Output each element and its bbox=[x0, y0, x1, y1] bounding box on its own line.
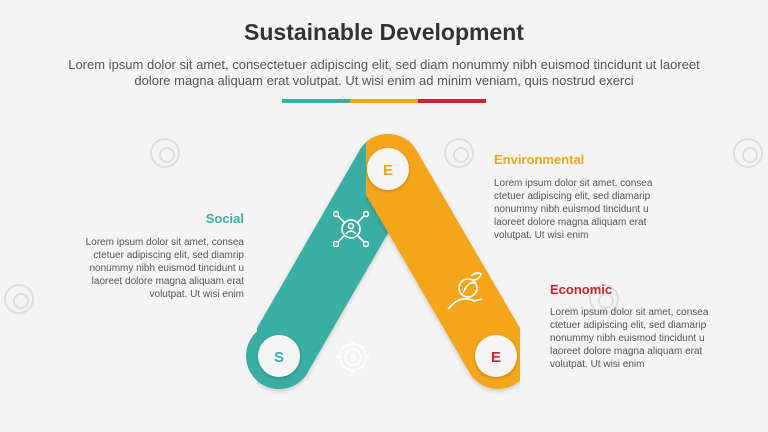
social-body: Lorem ipsum dolor sit amet, consea ctetu… bbox=[85, 237, 244, 300]
watermark-icon bbox=[4, 284, 34, 314]
node-top-letter: E bbox=[383, 162, 393, 179]
environmental-bar bbox=[355, 134, 531, 389]
people-network-icon bbox=[332, 210, 370, 248]
social-title: Social bbox=[205, 211, 244, 226]
node-right: E bbox=[475, 335, 517, 377]
hand-leaf-icon bbox=[447, 272, 483, 310]
divider-orange bbox=[350, 99, 418, 103]
intro-text: Lorem ipsum dolor sit amet, consectetuer… bbox=[68, 57, 700, 88]
node-left-letter: S bbox=[274, 349, 284, 366]
dollar-gear-icon: $ bbox=[337, 341, 369, 373]
economic-title: Economic bbox=[550, 282, 613, 297]
divider-teal bbox=[282, 99, 350, 103]
watermark-icon bbox=[589, 284, 619, 314]
watermark-icon bbox=[733, 138, 763, 168]
watermark-icon bbox=[444, 138, 474, 168]
divider-red bbox=[418, 99, 486, 103]
node-right-letter: E bbox=[491, 349, 501, 366]
environmental-title: Environmental bbox=[494, 152, 585, 167]
watermark-icon bbox=[150, 138, 180, 168]
environmental-body: Lorem ipsum dolor sit amet, consea ctetu… bbox=[494, 178, 653, 241]
node-left: S bbox=[258, 335, 300, 377]
node-top: E bbox=[367, 148, 409, 190]
economic-body: Lorem ipsum dolor sit amet, consea ctetu… bbox=[550, 307, 709, 370]
page-title: Sustainable Development bbox=[244, 19, 524, 45]
svg-text:$: $ bbox=[350, 353, 356, 364]
